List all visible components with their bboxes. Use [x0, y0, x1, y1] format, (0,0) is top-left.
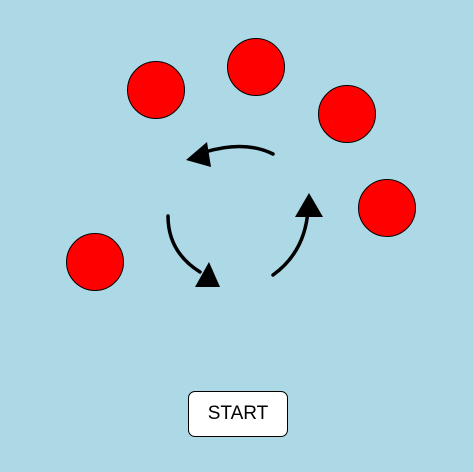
start-button[interactable]: START	[188, 391, 288, 437]
arrow-arc-left	[166, 214, 202, 274]
arrow-head-bottom	[195, 262, 220, 287]
red-ball[interactable]	[66, 233, 124, 291]
red-ball[interactable]	[358, 179, 416, 237]
arrow-head-top	[186, 142, 211, 167]
arrow-head-right	[295, 193, 323, 217]
red-ball[interactable]	[318, 85, 376, 143]
arrow-arc-top	[203, 144, 275, 156]
arrow-arc-right	[271, 208, 310, 277]
red-ball[interactable]	[227, 38, 285, 96]
red-ball[interactable]	[127, 61, 185, 119]
